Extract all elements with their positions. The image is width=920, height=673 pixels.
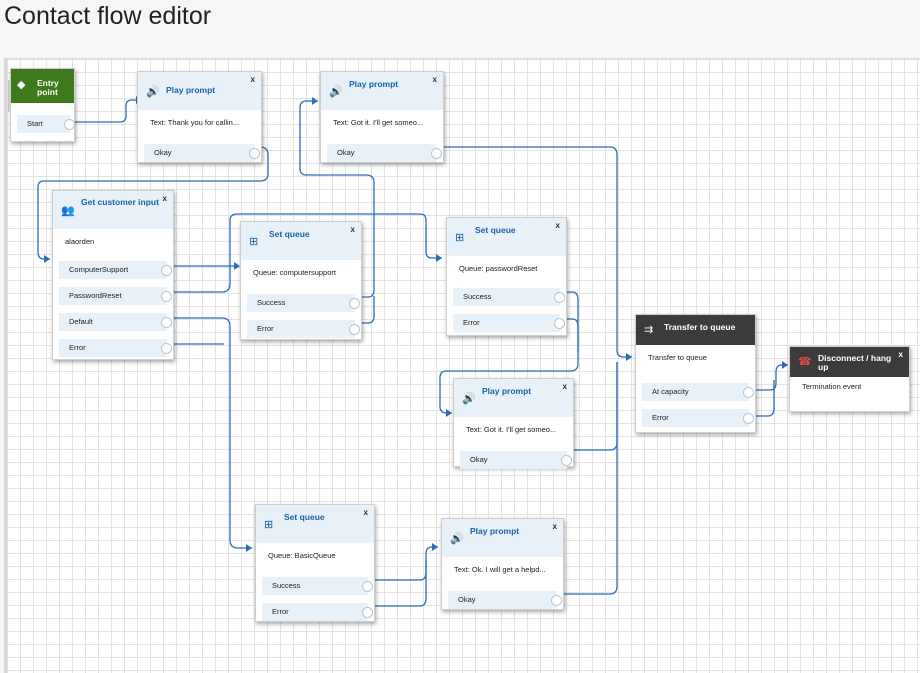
block-description: Text: Thank you for callin... bbox=[150, 118, 240, 127]
connector-dot[interactable] bbox=[349, 324, 360, 335]
branch-success[interactable]: Success bbox=[262, 577, 373, 595]
block-title: Play prompt bbox=[349, 79, 399, 89]
close-icon[interactable]: x bbox=[363, 508, 368, 517]
play-prompt-block-4[interactable]: 🔊 Play prompt x Text: Ok. I will get a h… bbox=[441, 518, 564, 610]
entry-point-block[interactable]: ◆ Entry point Start bbox=[10, 68, 75, 142]
play-prompt-block-3[interactable]: 🔊 Play prompt x Text: Got it. I'll get s… bbox=[453, 378, 574, 469]
block-title: Get customer input bbox=[81, 197, 159, 207]
branch-success[interactable]: Success bbox=[453, 288, 565, 306]
block-title: Transfer to queue bbox=[664, 322, 736, 332]
play-prompt-block-1[interactable]: 🔊 Play prompt x Text: Thank you for call… bbox=[137, 71, 262, 163]
speaker-icon: 🔊 bbox=[450, 533, 464, 545]
branch-success[interactable]: Success bbox=[247, 294, 360, 312]
set-queue-block-1[interactable]: ⊞ Set queue x Queue: computersupport Suc… bbox=[240, 221, 362, 340]
set-queue-block-3[interactable]: ⊞ Set queue x Queue: BasicQueue Success … bbox=[255, 504, 375, 622]
branch-error[interactable]: Error bbox=[247, 320, 360, 338]
block-description: Queue: computersupport bbox=[253, 268, 336, 277]
block-description: Termination event bbox=[802, 382, 862, 391]
connector-dot[interactable] bbox=[349, 298, 360, 309]
get-customer-input-block[interactable]: 👥 Get customer input x alaorden Computer… bbox=[52, 190, 174, 360]
block-title: Disconnect / hang up bbox=[818, 353, 892, 372]
play-prompt-block-2[interactable]: 🔊 Play prompt x Text: Got it. I'll get s… bbox=[320, 71, 444, 163]
speaker-icon: 🔊 bbox=[146, 86, 160, 98]
connector-dot[interactable] bbox=[161, 343, 172, 354]
connector-dot[interactable] bbox=[743, 387, 754, 398]
transfer-icon: ⇉ bbox=[644, 324, 654, 336]
block-description: alaorden bbox=[65, 237, 95, 246]
close-icon[interactable]: x bbox=[350, 225, 355, 234]
page-title: Contact flow editor bbox=[4, 2, 212, 30]
block-description: Transfer to queue bbox=[648, 353, 707, 362]
branch-okay[interactable]: Okay bbox=[448, 591, 562, 609]
connector-dot[interactable] bbox=[161, 291, 172, 302]
connector-dot[interactable] bbox=[64, 119, 75, 130]
block-title: Play prompt bbox=[470, 526, 520, 536]
branch-error[interactable]: Error bbox=[642, 409, 754, 427]
set-queue-block-2[interactable]: ⊞ Set queue x Queue: passwordReset Succe… bbox=[446, 217, 567, 336]
branch-okay[interactable]: Okay bbox=[327, 144, 442, 162]
block-title: Play prompt bbox=[166, 85, 216, 95]
block-description: Queue: passwordReset bbox=[459, 264, 538, 273]
connector-dot[interactable] bbox=[249, 148, 260, 159]
close-icon[interactable]: x bbox=[162, 194, 167, 203]
disconnect-block[interactable]: ☎ Disconnect / hang up x Termination eve… bbox=[789, 346, 910, 412]
branch-at-capacity[interactable]: At capacity bbox=[642, 383, 754, 401]
hang-up-icon: ☎ bbox=[798, 356, 812, 368]
branch-password-reset[interactable]: PasswordReset bbox=[59, 287, 172, 305]
block-description: Text: Got it. I'll get someo... bbox=[466, 425, 557, 434]
close-icon[interactable]: x bbox=[898, 350, 903, 359]
branch-start[interactable]: Start bbox=[17, 115, 75, 133]
connector-dot[interactable] bbox=[431, 148, 442, 159]
block-title: Set queue bbox=[269, 229, 310, 239]
block-description: Text: Got it. I'll get someo... bbox=[333, 118, 424, 127]
branch-error[interactable]: Error bbox=[262, 603, 373, 621]
speaker-icon: 🔊 bbox=[462, 393, 476, 405]
connector-dot[interactable] bbox=[362, 607, 373, 618]
transfer-to-queue-block[interactable]: ⇉ Transfer to queue Transfer to queue At… bbox=[635, 314, 756, 433]
branch-default[interactable]: Default bbox=[59, 313, 172, 331]
user-input-icon: 👥 bbox=[61, 205, 75, 217]
connector-dot[interactable] bbox=[551, 595, 562, 606]
branch-okay[interactable]: Okay bbox=[144, 144, 260, 162]
close-icon[interactable]: x bbox=[562, 382, 567, 391]
connector-dot[interactable] bbox=[362, 581, 373, 592]
block-title: Set queue bbox=[284, 512, 325, 522]
close-icon[interactable]: x bbox=[552, 522, 557, 531]
branch-error[interactable]: Error bbox=[453, 314, 565, 332]
close-icon[interactable]: x bbox=[250, 75, 255, 84]
close-icon[interactable]: x bbox=[432, 75, 437, 84]
block-description: Text: Ok. I will get a helpd... bbox=[454, 565, 546, 574]
close-icon[interactable]: x bbox=[555, 221, 560, 230]
branch-computer-support[interactable]: ComputerSupport bbox=[59, 261, 172, 279]
queue-icon: ⊞ bbox=[264, 519, 274, 531]
connector-dot[interactable] bbox=[161, 265, 172, 276]
entry-icon: ◆ bbox=[17, 79, 26, 91]
block-title: Play prompt bbox=[482, 386, 532, 396]
block-title: Entry point bbox=[37, 78, 59, 97]
speaker-icon: 🔊 bbox=[329, 86, 343, 98]
connector-dot[interactable] bbox=[554, 318, 565, 329]
connector-dot[interactable] bbox=[554, 292, 565, 303]
connector-dot[interactable] bbox=[743, 413, 754, 424]
block-title: Set queue bbox=[475, 225, 516, 235]
queue-icon: ⊞ bbox=[249, 236, 259, 248]
connector-dot[interactable] bbox=[561, 455, 572, 466]
branch-error[interactable]: Error bbox=[59, 339, 172, 357]
branch-okay[interactable]: Okay bbox=[460, 451, 572, 469]
connector-dot[interactable] bbox=[161, 317, 172, 328]
block-description: Queue: BasicQueue bbox=[268, 551, 336, 560]
queue-icon: ⊞ bbox=[455, 232, 465, 244]
